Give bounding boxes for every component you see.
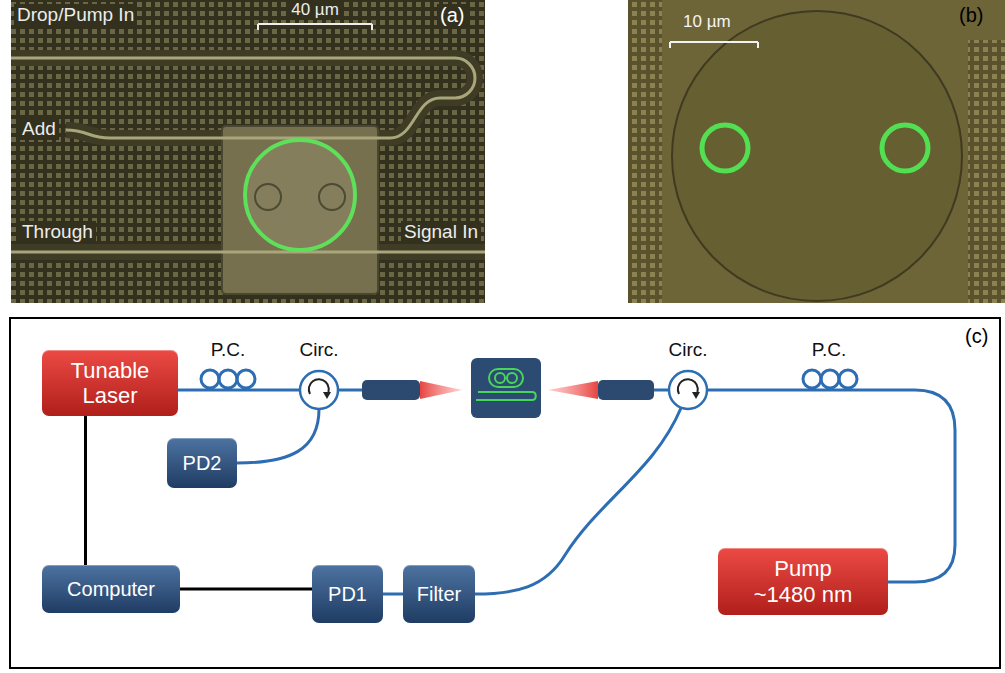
panel-letter: (c): [962, 325, 991, 348]
scale-bar: [670, 42, 758, 48]
scale-bar: [258, 24, 372, 30]
fiber: [654, 389, 669, 392]
panel-letter: (a): [437, 4, 467, 27]
box-text: PD1: [328, 583, 367, 606]
fiber: [338, 389, 362, 392]
control-cable: [84, 416, 87, 565]
setup-c: [10, 318, 1000, 668]
ring-trench: [222, 126, 378, 294]
box-text: Tunable Laser: [53, 358, 168, 409]
pump-beam: [548, 381, 598, 399]
port-label: Add: [19, 118, 59, 140]
box-text: PD2: [183, 452, 222, 475]
polarization-loop: [219, 370, 237, 388]
chip-ring: [495, 373, 505, 383]
signal-cable: [180, 588, 312, 591]
circulator-body: [300, 371, 338, 409]
controller-label: P.C.: [208, 339, 249, 361]
circulator-body: [669, 371, 707, 409]
inner-ring: [319, 184, 345, 210]
disk-outline: [672, 11, 962, 301]
port-label: Through: [19, 221, 96, 243]
micrograph-a: [11, 0, 485, 303]
micrograph-ground: [628, 0, 1005, 303]
computer-box: Computer: [42, 565, 180, 613]
grid-patch: [628, 0, 662, 303]
laser-beam: [420, 381, 462, 399]
port-label: Signal In: [401, 221, 481, 243]
polarization-loop: [839, 370, 857, 388]
fiber: [237, 409, 319, 463]
circulator-arrowhead: [323, 392, 331, 399]
chip-ring: [489, 369, 523, 387]
polarization-loop: [201, 370, 219, 388]
fiber: [178, 389, 300, 392]
polarization-loop: [237, 370, 255, 388]
through-waveguide: [11, 251, 485, 254]
micrograph-b: [628, 0, 1005, 303]
chip-ring: [507, 373, 517, 383]
laser-box: Tunable Laser: [42, 350, 178, 416]
ring-resonator: [702, 125, 748, 171]
panel-letter: (b): [956, 4, 986, 27]
inner-ring: [255, 184, 281, 210]
polarization-loop: [803, 370, 821, 388]
fiber-link: [383, 593, 403, 596]
polarization-loop: [821, 370, 839, 388]
detector-box: PD1: [312, 565, 383, 623]
scale-label: 10 µm: [680, 12, 734, 32]
box-text: Filter: [417, 583, 461, 606]
detector-box: PD2: [167, 438, 237, 488]
circulator-symbol: [300, 371, 338, 409]
port-label: Drop/Pump In: [14, 4, 137, 26]
controller-label: P.C.: [809, 339, 850, 361]
box-text: Computer: [67, 578, 155, 601]
chip: [471, 358, 541, 418]
ring-resonator: [882, 125, 928, 171]
pump-laser-box: Pump ~1480 nm: [718, 548, 888, 615]
ring-resonator: [245, 140, 355, 250]
grid-patch: [968, 40, 1005, 303]
circulator-arrowhead: [692, 392, 700, 399]
circulator-label: Circ.: [665, 339, 710, 361]
circulator-symbol: [669, 371, 707, 409]
collimator: [362, 380, 420, 400]
micrograph-ground: [11, 0, 485, 303]
panel-frame: [10, 318, 1000, 668]
box-text: Pump ~1480 nm: [746, 556, 861, 607]
collimator: [598, 380, 654, 400]
chip-waveguide: [476, 392, 536, 400]
scale-label: 40 µm: [288, 0, 342, 20]
circulator-label: Circ.: [296, 339, 341, 361]
bus-waveguide: [11, 58, 475, 138]
filter-box: Filter: [403, 565, 475, 623]
fiber: [475, 408, 681, 594]
